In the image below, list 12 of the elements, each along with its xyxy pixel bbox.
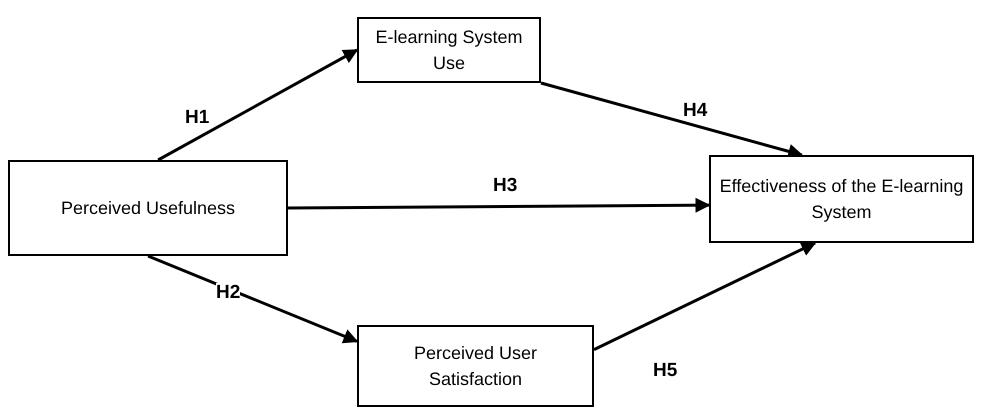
construct-box — [8, 160, 288, 256]
construct-box — [357, 325, 594, 407]
construct-label: Perceived User Satisfaction — [412, 342, 538, 391]
arrow — [288, 198, 710, 213]
construct-box — [709, 155, 974, 243]
construct-box — [357, 17, 541, 83]
construct-label: Perceived Usefulness — [60, 196, 236, 220]
construct-label: E-learning System Use — [374, 26, 524, 75]
arrow — [147, 254, 358, 344]
arrow — [157, 48, 358, 162]
arrow — [593, 242, 816, 351]
construct-label: Effectiveness of the E-learning System — [719, 174, 964, 224]
